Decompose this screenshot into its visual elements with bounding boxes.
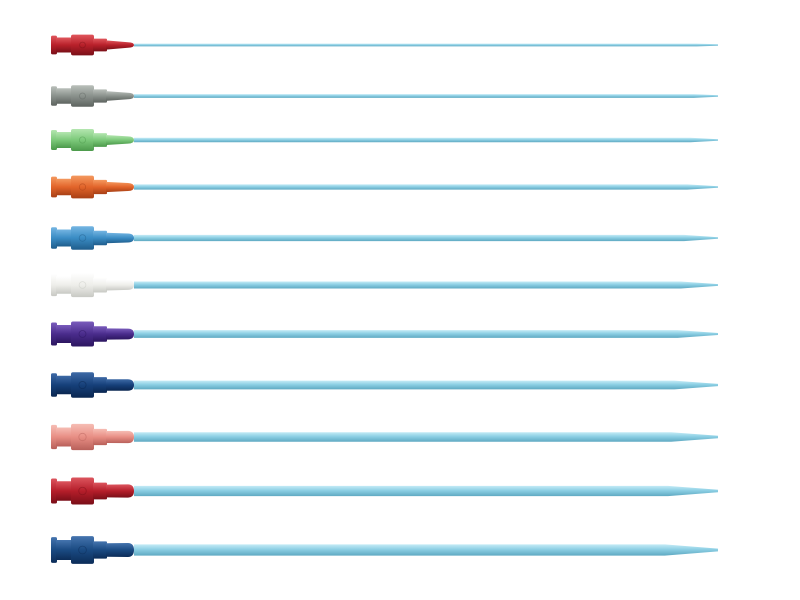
hub-body bbox=[56, 427, 72, 447]
hub-nose bbox=[106, 430, 134, 444]
hub-collar bbox=[93, 230, 107, 246]
hub-emboss bbox=[78, 381, 87, 389]
hub-flange bbox=[51, 129, 57, 151]
hub-emboss bbox=[78, 545, 87, 555]
hub-flange bbox=[51, 35, 57, 55]
hub-collar bbox=[93, 428, 107, 446]
hub-body bbox=[56, 178, 72, 196]
hub-emboss bbox=[79, 92, 86, 100]
hub-collar bbox=[93, 38, 107, 52]
hub-collar bbox=[93, 377, 107, 393]
hub-emboss bbox=[79, 136, 86, 144]
hub-nose bbox=[106, 279, 134, 291]
catheter-tube bbox=[134, 234, 718, 242]
hub-flange bbox=[51, 273, 57, 297]
hub-emboss bbox=[78, 281, 87, 289]
catheter-tube bbox=[134, 184, 718, 190]
catheter-tube bbox=[134, 432, 718, 442]
hub-grip bbox=[71, 85, 94, 107]
hub-flange bbox=[51, 86, 57, 106]
hub-body bbox=[56, 37, 72, 53]
hub-nose bbox=[106, 543, 134, 557]
hub-flange bbox=[51, 176, 57, 198]
hub-body bbox=[56, 88, 72, 104]
hub-flange bbox=[51, 537, 57, 563]
hub-nose bbox=[106, 40, 134, 50]
hub-grip bbox=[71, 321, 94, 347]
hub-emboss bbox=[78, 330, 87, 338]
hub-body bbox=[56, 276, 72, 294]
hub-nose bbox=[106, 328, 134, 340]
hub-collar bbox=[93, 133, 107, 147]
catheter-tube bbox=[134, 380, 718, 390]
hub-emboss bbox=[78, 486, 87, 496]
hub-collar bbox=[93, 541, 107, 559]
hub-nose bbox=[106, 135, 134, 145]
hub-collar bbox=[93, 482, 107, 500]
hub-body bbox=[56, 229, 72, 247]
catheter-9 bbox=[51, 423, 718, 451]
catheter-4 bbox=[51, 175, 718, 199]
catheter-tube bbox=[134, 544, 718, 556]
catheter-7 bbox=[51, 321, 718, 347]
hub-grip bbox=[71, 34, 94, 56]
hub-body bbox=[56, 132, 72, 148]
catheter-tube bbox=[134, 43, 718, 47]
catheter-5 bbox=[51, 226, 718, 250]
hub-grip bbox=[71, 536, 94, 564]
catheter-tube bbox=[134, 485, 718, 497]
hub-flange bbox=[51, 322, 57, 346]
hub-nose bbox=[106, 484, 134, 498]
hub-flange bbox=[51, 373, 57, 397]
catheter-tube bbox=[134, 281, 718, 289]
hub-emboss bbox=[78, 234, 87, 242]
catheter-10 bbox=[51, 477, 718, 505]
hub-body bbox=[56, 481, 72, 501]
hub-grip bbox=[71, 372, 94, 398]
hub-grip bbox=[71, 128, 94, 152]
hub-collar bbox=[93, 89, 107, 103]
hub-grip bbox=[71, 477, 94, 505]
hub-grip bbox=[71, 226, 94, 250]
hub-collar bbox=[93, 277, 107, 293]
hub-body bbox=[56, 540, 72, 560]
hub-nose bbox=[106, 379, 134, 391]
hub-collar bbox=[93, 326, 107, 342]
catheter-1 bbox=[51, 34, 718, 56]
hub-emboss bbox=[78, 183, 87, 191]
catheter-tube bbox=[134, 330, 718, 338]
catheter-tube bbox=[134, 94, 718, 98]
hub-nose bbox=[106, 232, 134, 244]
catheter-2 bbox=[51, 85, 718, 107]
hub-body bbox=[56, 375, 72, 395]
hub-grip bbox=[71, 272, 94, 298]
hub-body bbox=[56, 325, 72, 343]
catheter-6 bbox=[51, 272, 718, 298]
hub-grip bbox=[71, 423, 94, 451]
catheter-3 bbox=[51, 128, 718, 152]
catheter-8 bbox=[51, 372, 718, 398]
catheter-11 bbox=[51, 536, 718, 564]
hub-nose bbox=[106, 181, 134, 193]
hub-emboss bbox=[78, 432, 87, 442]
catheter-tube bbox=[134, 137, 718, 143]
hub-grip bbox=[71, 175, 94, 199]
hub-flange bbox=[51, 478, 57, 504]
hub-nose bbox=[106, 91, 134, 101]
hub-collar bbox=[93, 179, 107, 195]
hub-flange bbox=[51, 424, 57, 450]
hub-flange bbox=[51, 227, 57, 249]
hub-emboss bbox=[79, 41, 86, 49]
